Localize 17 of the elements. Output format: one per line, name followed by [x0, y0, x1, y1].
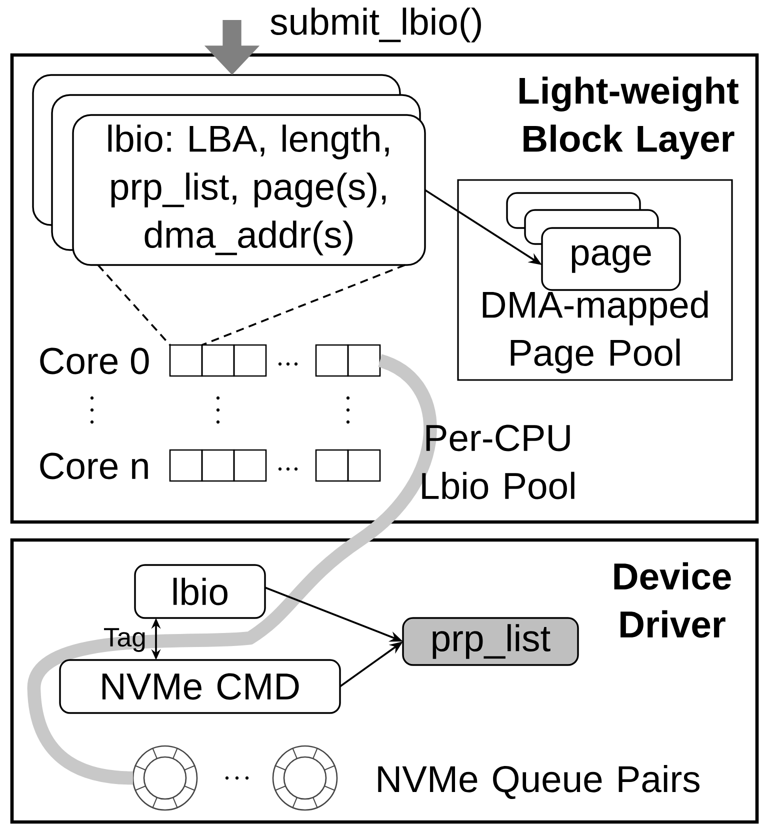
lbio-box: lbio	[134, 564, 266, 619]
edge-label: submit_lbio()	[270, 8, 481, 42]
command-box: NVMe CMD	[59, 659, 341, 714]
text-label: Per-CPU Lbio Pool	[422, 424, 574, 500]
queue-slots	[169, 449, 381, 482]
row-label: Core n	[40, 452, 148, 480]
queue-slots	[169, 344, 381, 377]
lbio-card: lbio: LBA, length, prp_list, page(s), dma_addr(s)	[72, 114, 426, 266]
dashed-line	[202, 264, 406, 346]
edge-label: Tag	[104, 628, 145, 652]
queue-ring-icon	[132, 745, 198, 811]
dashed-line	[97, 264, 171, 346]
row-label: Core 0	[40, 348, 149, 374]
page-card: page	[541, 227, 681, 291]
prp-list-box: prp_list	[402, 617, 579, 666]
queue-ring-icon	[272, 745, 338, 811]
text-label: NVMe Queue Pairs	[378, 764, 700, 800]
